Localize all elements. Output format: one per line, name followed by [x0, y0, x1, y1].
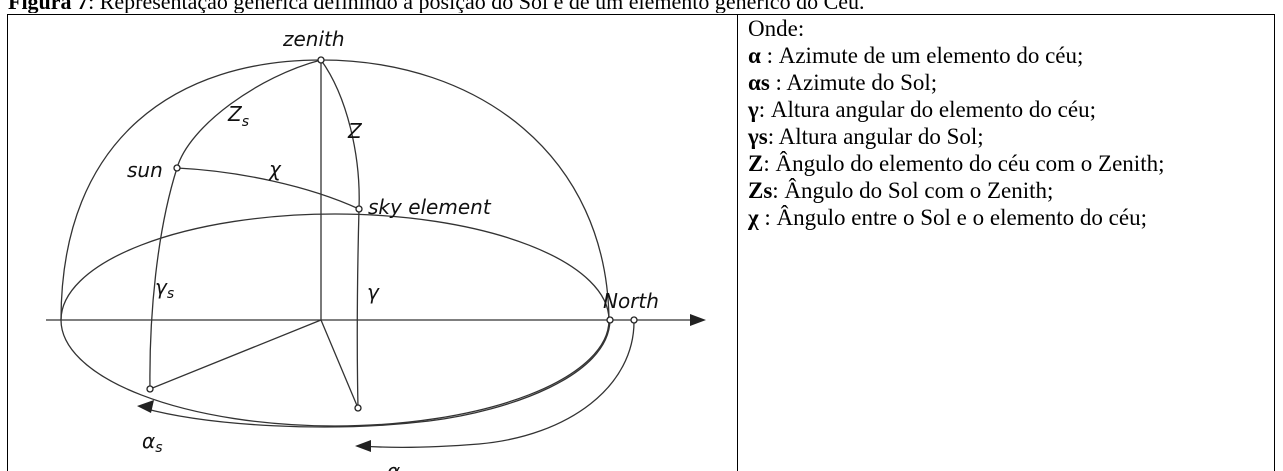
legend-item-z: Z: Ângulo do elemento do céu com o Zenit…: [748, 151, 1165, 176]
sky-element-meridian: [320, 59, 360, 409]
alpha-s-arrowhead: [137, 400, 154, 413]
legend-heading: Onde:: [748, 16, 805, 41]
legend-item-alpha-s: αs : Azimute do Sol;: [748, 70, 938, 95]
gamma-s-label: γs: [155, 275, 174, 302]
alpha-label: α: [387, 459, 400, 471]
zs-label: Zs: [227, 102, 249, 130]
alpha-s-arc: [142, 319, 611, 428]
chi-arc: [176, 167, 360, 210]
table-divider: [737, 14, 738, 471]
figure-table-frame: [7, 14, 1275, 471]
chi-label: χ: [268, 157, 282, 181]
sun-point: [173, 164, 181, 172]
sun-radial: [149, 319, 322, 390]
alpha-arrowhead: [355, 440, 371, 452]
legend-item-zs: Zs: Ângulo do Sol com o Zenith;: [748, 178, 1054, 203]
sun-label: sun: [127, 158, 163, 182]
legend-item-alpha: α : Azimute de um elemento do céu;: [748, 43, 1084, 68]
sky-geometry-diagram: zenith Zs Z sun χ sky element γs γ North…: [9, 16, 735, 471]
north-point-1: [606, 316, 614, 324]
sky-element-foot-point: [354, 404, 362, 412]
figure-caption: Figura 7: Representação genérica definin…: [8, 0, 1278, 13]
legend-item-gamma: γ: Altura angular do elemento do céu;: [748, 97, 1096, 122]
alpha-s-label: αs: [142, 429, 162, 456]
z-label: Z: [347, 119, 363, 143]
north-point-2: [630, 316, 638, 324]
alpha-arc: [360, 319, 635, 448]
legend-panel: Onde: α : Azimute de um elemento do céu;…: [748, 15, 1278, 231]
gamma-label: γ: [367, 280, 380, 304]
legend-item-chi: χ : Ângulo entre o Sol e o elemento do c…: [748, 205, 1147, 230]
figure-number: Figura 7: [8, 0, 89, 13]
axis-arrowhead: [690, 314, 706, 326]
sky-element-point: [355, 205, 363, 213]
figure-caption-text: : Representação genérica definindo a pos…: [88, 0, 865, 13]
zenith-point: [317, 56, 325, 64]
legend-item-gamma-s: γs: Altura angular do Sol;: [748, 124, 984, 149]
zenith-label: zenith: [282, 27, 345, 51]
sun-foot-point: [146, 385, 154, 393]
sky-element-radial: [320, 319, 359, 409]
north-label: North: [603, 289, 659, 313]
dome-outline: [60, 59, 610, 321]
diagram-svg: zenith Zs Z sun χ sky element γs γ North…: [46, 27, 706, 471]
sky-element-label: sky element: [368, 195, 492, 219]
